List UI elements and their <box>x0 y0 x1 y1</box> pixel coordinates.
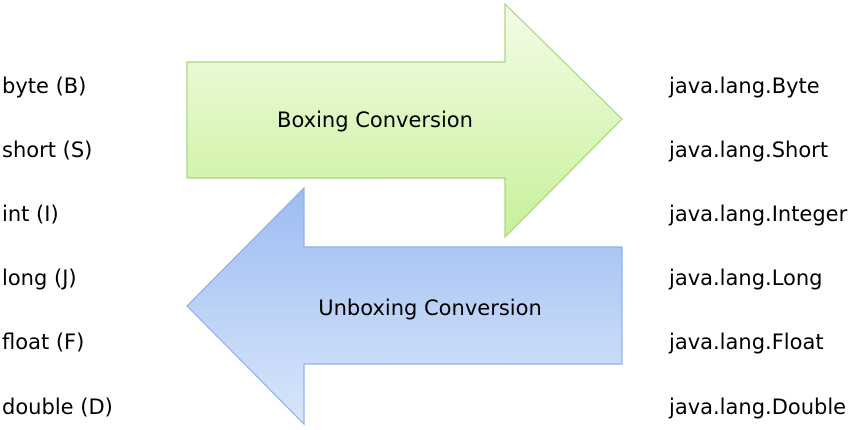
boxing-conversion-label: Boxing Conversion <box>277 108 473 132</box>
primitive-short: short (S) <box>2 138 93 162</box>
primitive-double: double (D) <box>2 395 113 419</box>
wrapper-byte: java.lang.Byte <box>669 74 820 98</box>
primitive-long: long (J) <box>2 266 77 290</box>
primitive-byte: byte (B) <box>2 74 87 98</box>
wrapper-long: java.lang.Long <box>669 266 823 290</box>
wrapper-short: java.lang.Short <box>669 138 829 162</box>
primitive-float: float (F) <box>2 330 85 354</box>
primitive-int: int (I) <box>2 202 59 226</box>
wrapper-float: java.lang.Float <box>669 330 824 354</box>
wrapper-integer: java.lang.Integer <box>669 202 848 226</box>
unboxing-conversion-label: Unboxing Conversion <box>318 296 542 320</box>
unboxing-arrow <box>186 186 623 426</box>
boxing-arrow <box>186 2 623 239</box>
wrapper-double: java.lang.Double <box>669 395 847 419</box>
